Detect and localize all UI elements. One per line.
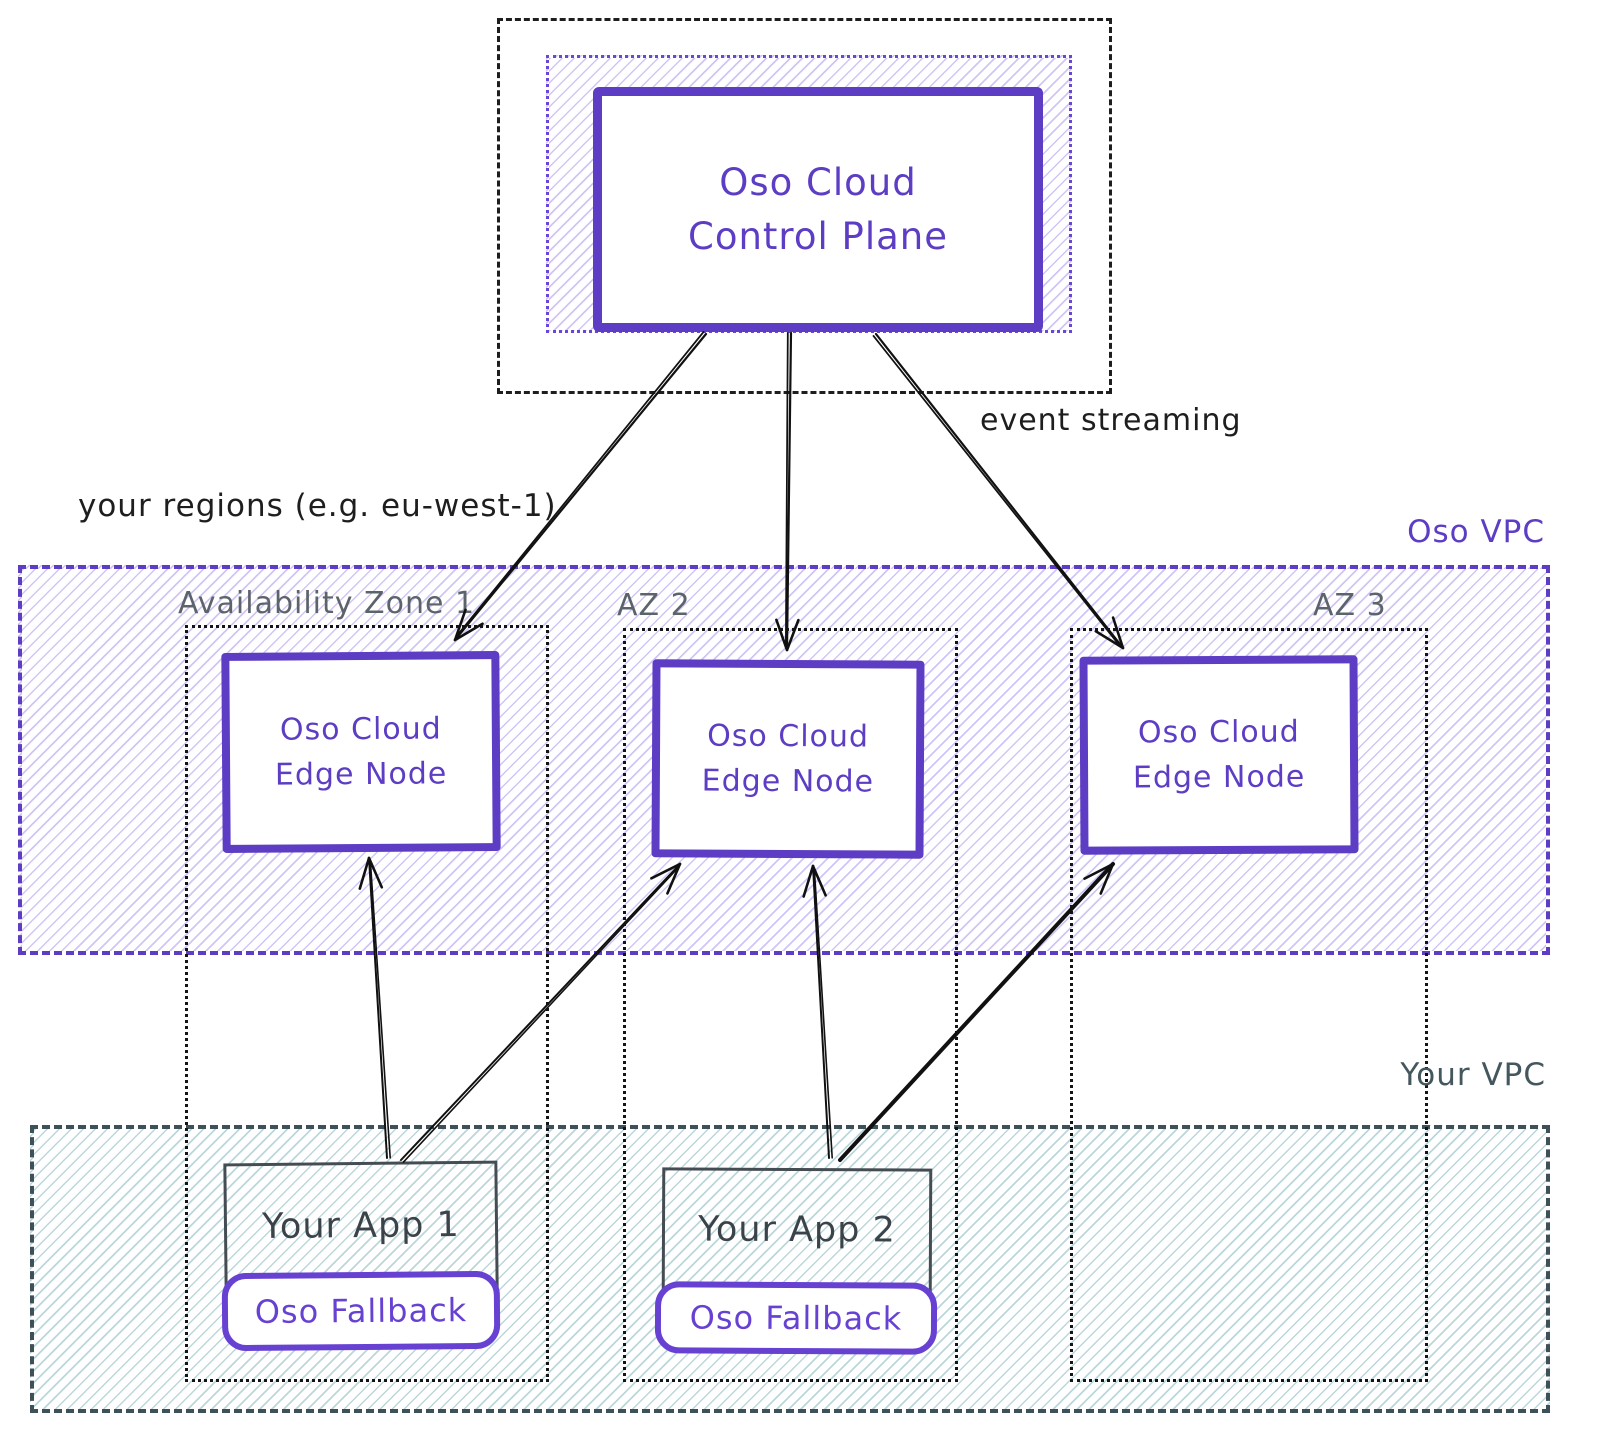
oso-fallback-1-label: Oso Fallback: [254, 1291, 468, 1331]
control-plane-label-line1: Oso Cloud: [719, 160, 917, 204]
edge-node-3-label-line1: Oso Cloud: [1137, 714, 1300, 751]
edge-node-2-label-line2: Edge Node: [701, 763, 875, 800]
your-regions-label: your regions (e.g. eu-west-1): [78, 488, 557, 524]
control-plane-outer-dashed-box: [497, 18, 1112, 394]
your-app-2-box: Your App 2: [661, 1167, 933, 1293]
your-vpc-region: [30, 1125, 1550, 1413]
availability-zone-1-label: Availability Zone 1: [178, 586, 476, 621]
control-plane-label-line2: Control Plane: [688, 214, 948, 258]
oso-fallback-pill-1: Oso Fallback: [221, 1270, 501, 1352]
oso-vpc-label: Oso VPC: [1407, 514, 1545, 550]
your-app-1-label: Your App 1: [261, 1204, 461, 1248]
edge-node-1-label-line2: Edge Node: [274, 756, 448, 793]
edge-node-3-label-line2: Edge Node: [1132, 759, 1306, 796]
oso-fallback-pill-2: Oso Fallback: [654, 1281, 938, 1355]
your-app-2-label: Your App 2: [698, 1209, 896, 1251]
availability-zone-2-label: AZ 2: [617, 588, 691, 623]
oso-cloud-edge-node-1: Oso Cloud Edge Node: [221, 651, 501, 853]
oso-cloud-edge-node-2: Oso Cloud Edge Node: [651, 659, 925, 859]
availability-zone-3-label: AZ 3: [1313, 588, 1387, 623]
edge-node-2-label-line1: Oso Cloud: [707, 718, 870, 755]
oso-cloud-edge-node-3: Oso Cloud Edge Node: [1079, 655, 1359, 855]
oso-fallback-2-label: Oso Fallback: [689, 1298, 903, 1338]
event-streaming-label: event streaming: [980, 403, 1242, 438]
your-vpc-label: Your VPC: [1400, 1057, 1546, 1093]
oso-cloud-control-plane-node: Oso Cloud Control Plane: [593, 87, 1043, 332]
edge-node-1-label-line1: Oso Cloud: [279, 711, 442, 748]
